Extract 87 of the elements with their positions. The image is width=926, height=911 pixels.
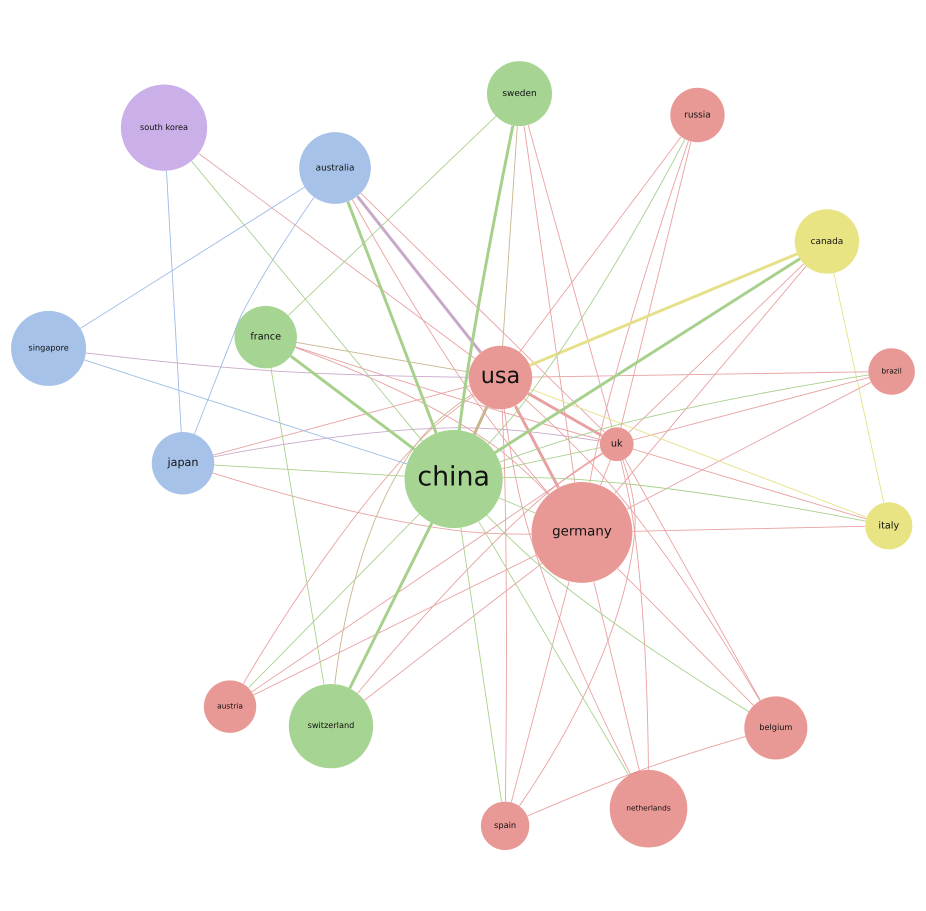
connector	[589, 140, 689, 483]
node-circle: south korea	[120, 84, 208, 171]
connector	[364, 562, 542, 701]
connector	[478, 520, 630, 776]
connector	[214, 464, 406, 477]
node-circle: netherlands	[610, 770, 688, 848]
connector	[290, 354, 416, 451]
node-circle: belgium	[744, 696, 808, 760]
node-circle: russia	[670, 88, 725, 142]
connector	[614, 266, 807, 494]
connector	[488, 138, 686, 445]
node-circle: france	[234, 306, 297, 368]
connector	[212, 427, 600, 458]
connector	[242, 394, 475, 684]
connector	[529, 252, 798, 367]
connector	[198, 153, 476, 359]
connector	[527, 736, 746, 816]
connector	[486, 514, 750, 712]
connector	[502, 477, 866, 522]
connector	[514, 405, 560, 488]
connector	[632, 526, 866, 532]
node-circle: usa	[468, 346, 532, 410]
node-circle: japan	[152, 432, 214, 494]
connector	[504, 408, 631, 774]
connector	[530, 388, 868, 518]
connector	[617, 568, 754, 706]
connector	[632, 448, 866, 520]
connector	[620, 460, 649, 770]
connector	[528, 124, 613, 428]
connector	[360, 192, 605, 433]
connector	[524, 126, 576, 483]
connector	[166, 170, 182, 432]
node-circle: brazil	[868, 348, 915, 395]
node-circle: uk	[600, 427, 634, 462]
connector	[498, 497, 536, 514]
node-circle: switzerland	[288, 684, 374, 768]
node-circle: singapore	[11, 310, 86, 386]
node-circle: china	[404, 430, 503, 528]
connector	[833, 272, 884, 503]
connector	[472, 406, 488, 436]
connector	[251, 453, 604, 692]
connector	[519, 136, 682, 353]
connector	[85, 352, 469, 378]
connector	[626, 382, 872, 510]
connector	[352, 199, 550, 494]
connector	[532, 371, 869, 378]
connector	[348, 522, 434, 689]
connector	[620, 141, 692, 428]
connector	[460, 527, 502, 802]
node-circle: spain	[480, 802, 530, 850]
connector	[527, 392, 603, 437]
node-circle: australia	[299, 132, 371, 204]
connector	[334, 393, 474, 685]
connector	[288, 116, 496, 316]
connector	[624, 458, 761, 701]
connector	[294, 347, 549, 495]
connector	[502, 126, 518, 346]
connector	[270, 368, 324, 685]
connector	[212, 385, 470, 456]
connector	[458, 125, 514, 430]
node-circle: italy	[865, 502, 912, 550]
connector	[80, 186, 306, 329]
connector	[501, 447, 601, 470]
connector	[212, 472, 532, 535]
node-circle: austria	[204, 680, 256, 733]
connector	[494, 257, 801, 454]
connector	[518, 459, 636, 807]
node-circle: germany	[532, 482, 632, 583]
connector	[499, 374, 870, 462]
connector	[524, 398, 760, 701]
connector	[294, 346, 601, 440]
connector	[356, 196, 482, 354]
connector	[632, 376, 870, 440]
connector	[253, 554, 537, 696]
connector	[357, 452, 603, 694]
connector	[248, 514, 420, 688]
connector	[510, 581, 570, 803]
connector	[628, 263, 804, 433]
connector	[502, 408, 507, 802]
node-circle: sweden	[486, 61, 552, 126]
connector	[194, 196, 315, 435]
connector	[593, 581, 640, 772]
connector	[84, 360, 408, 464]
connector	[346, 201, 438, 434]
connector	[191, 160, 423, 442]
node-circle: canada	[794, 209, 860, 274]
connector	[600, 460, 611, 486]
